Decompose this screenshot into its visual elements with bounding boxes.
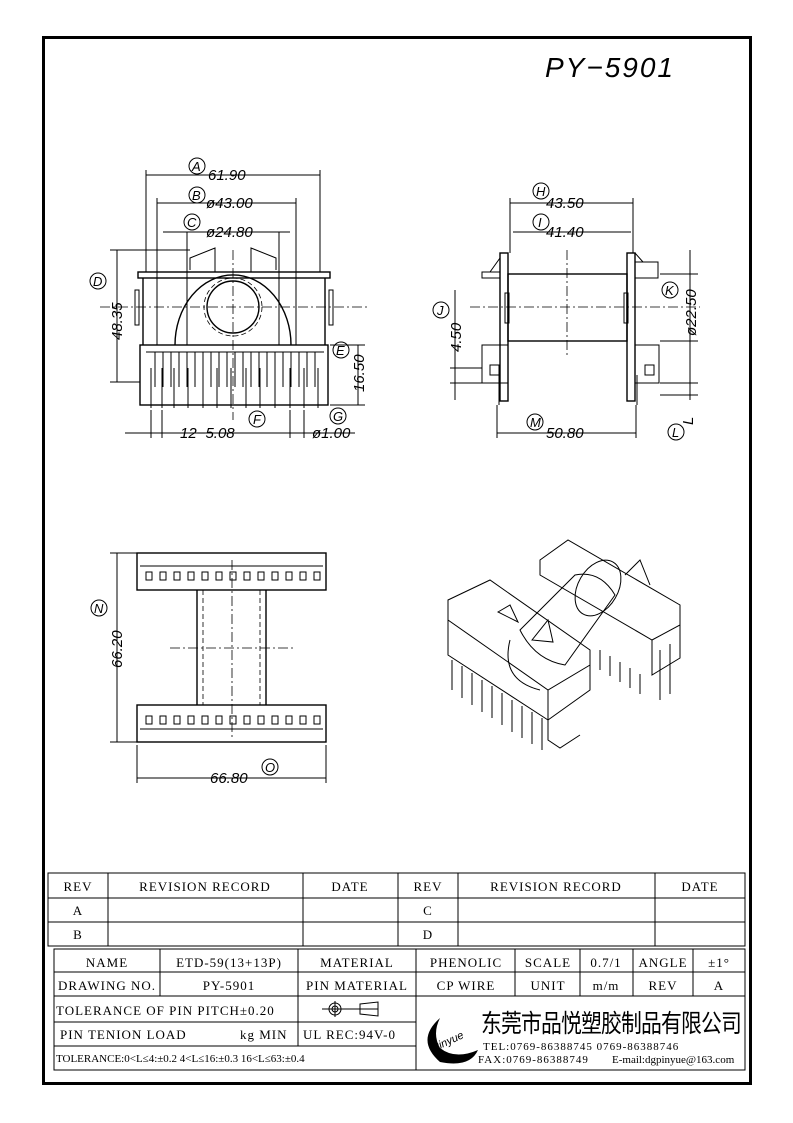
label-e: E bbox=[336, 343, 345, 358]
angle-value: ±1° bbox=[708, 955, 730, 970]
label-a: A bbox=[191, 159, 201, 174]
unit-value: m/m bbox=[593, 978, 620, 993]
dim-j-value: 4.50 bbox=[448, 322, 465, 352]
label-n: N bbox=[94, 601, 104, 616]
company-name: 东莞市品悦塑胶制品有限公司 bbox=[481, 1009, 741, 1038]
dim-a-value: 61.90 bbox=[208, 167, 246, 184]
dim-e-value: 16.50 bbox=[351, 354, 368, 392]
label-m: M bbox=[530, 415, 541, 430]
name-label: NAME bbox=[86, 955, 128, 970]
drawing-no-label: DRAWING NO. bbox=[58, 978, 156, 993]
dim-o-value: 66.80 bbox=[210, 770, 248, 787]
drawing-frame bbox=[42, 36, 752, 1085]
side-view: 43.50 41.40 4.50 ø22.50 L 50.80 H I J K … bbox=[432, 182, 700, 442]
dim-d-value: 48.35 bbox=[109, 302, 126, 340]
front-view: 61.90 ø43.00 ø24.80 48.35 16.50 12−5.08 … bbox=[89, 157, 370, 442]
company-tel: TEL:0769-86388745 0769-86388746 bbox=[483, 1041, 679, 1053]
dim-l-value: L bbox=[680, 417, 697, 425]
dim-k-value: ø22.50 bbox=[683, 289, 700, 336]
ul-rec: UL REC:94V-0 bbox=[303, 1027, 396, 1042]
label-i: I bbox=[538, 215, 542, 230]
label-h: H bbox=[536, 184, 546, 199]
general-tolerance: TOLERANCE:0<L≤4:±0.2 4<L≤16:±0.3 16<L≤63… bbox=[56, 1053, 305, 1065]
rev-label: REV bbox=[649, 978, 678, 993]
angle-label: ANGLE bbox=[638, 955, 687, 970]
dim-b-value: ø43.00 bbox=[206, 195, 253, 212]
pinyue-logo: Pinyue bbox=[427, 1018, 478, 1064]
label-l: L bbox=[672, 425, 679, 440]
rev-c: C bbox=[423, 903, 433, 918]
rev-header-left: REV bbox=[64, 879, 93, 894]
revision-record-header-left: REVISION RECORD bbox=[139, 879, 271, 894]
revision-table: REV REVISION RECORD DATE REV REVISION RE… bbox=[47, 872, 746, 947]
pin-tension-unit: kg MIN bbox=[240, 1027, 288, 1042]
name-value: ETD-59(13+13P) bbox=[176, 955, 282, 970]
label-k: K bbox=[665, 283, 675, 298]
pin-material-label: PIN MATERIAL bbox=[306, 978, 408, 993]
pin-pitch-tolerance: TOLERANCE OF PIN PITCH±0.20 bbox=[56, 1003, 275, 1018]
isometric-view bbox=[447, 539, 681, 750]
label-j: J bbox=[436, 303, 444, 318]
rev-d: D bbox=[423, 927, 433, 942]
company-fax: FAX:0769-86388749 bbox=[478, 1054, 589, 1066]
rev-a: A bbox=[73, 903, 83, 918]
label-o: O bbox=[265, 760, 275, 775]
projection-symbol-icon bbox=[322, 1001, 379, 1017]
dim-c-value: ø24.80 bbox=[206, 224, 253, 241]
rev-header-right: REV bbox=[414, 879, 443, 894]
scale-value: 0.7/1 bbox=[590, 955, 621, 970]
drawing-title: PY−5901 bbox=[545, 52, 675, 83]
dim-m-value: 50.80 bbox=[546, 425, 584, 442]
dim-n-value: 66.20 bbox=[109, 630, 126, 668]
date-header-right: DATE bbox=[681, 879, 718, 894]
dim-h-value: 43.50 bbox=[546, 195, 584, 212]
pin-tension-label: PIN TENION LOAD bbox=[60, 1027, 187, 1042]
unit-label: UNIT bbox=[530, 978, 565, 993]
company-email: E-mail:dgpinyue@163.com bbox=[612, 1054, 735, 1066]
pin-material-value: CP WIRE bbox=[437, 978, 496, 993]
label-d: D bbox=[93, 274, 102, 289]
scale-label: SCALE bbox=[525, 955, 571, 970]
label-c: C bbox=[187, 215, 197, 230]
dim-f-value: 12−5.08 bbox=[180, 425, 235, 442]
material-label: MATERIAL bbox=[320, 955, 394, 970]
rev-b: B bbox=[73, 927, 83, 942]
dim-g-value: ø1.00 bbox=[312, 425, 351, 442]
rev-value: A bbox=[714, 978, 724, 993]
dim-i-value: 41.40 bbox=[546, 224, 584, 241]
label-f: F bbox=[253, 412, 262, 427]
title-block: NAME ETD-59(13+13P) MATERIAL PHENOLIC SC… bbox=[53, 948, 746, 1071]
label-g: G bbox=[333, 409, 343, 424]
label-b: B bbox=[192, 188, 201, 203]
bottom-view: 66.20 66.80 N O bbox=[90, 552, 327, 787]
date-header-left: DATE bbox=[331, 879, 368, 894]
revision-record-header-right: REVISION RECORD bbox=[490, 879, 622, 894]
drawing-no-value: PY-5901 bbox=[203, 978, 256, 993]
material-value: PHENOLIC bbox=[430, 955, 502, 970]
